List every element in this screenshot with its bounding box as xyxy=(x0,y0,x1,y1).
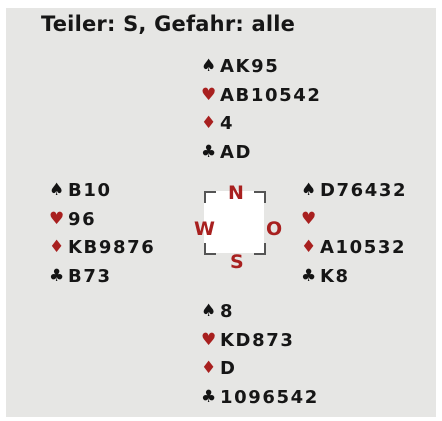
west-hearts-row: ♥ 96 xyxy=(49,205,155,234)
compass-west-label: W xyxy=(194,218,215,240)
west-spades-cards: B10 xyxy=(68,179,112,201)
west-hearts-cards: 96 xyxy=(68,208,97,230)
east-clubs-row: ♣ K8 xyxy=(301,262,407,291)
north-clubs-row: ♣ AD xyxy=(201,138,321,167)
club-icon: ♣ xyxy=(201,386,217,407)
south-diamonds-cards: D xyxy=(220,358,237,380)
north-spades-cards: AK95 xyxy=(220,55,280,77)
diamond-icon: ♦ xyxy=(301,237,317,258)
east-diamonds-row: ♦ A10532 xyxy=(301,233,407,262)
south-spades-row: ♠ 8 xyxy=(201,297,319,326)
east-clubs-cards: K8 xyxy=(320,265,350,287)
heart-icon: ♥ xyxy=(201,84,217,105)
heart-icon: ♥ xyxy=(201,329,217,350)
spade-icon: ♠ xyxy=(201,55,217,76)
heart-icon: ♥ xyxy=(301,208,317,229)
compass-corner xyxy=(204,191,216,203)
spade-icon: ♠ xyxy=(49,179,65,200)
west-diamonds-cards: KB9876 xyxy=(68,237,156,259)
compass-east-label: O xyxy=(266,218,283,240)
north-hand: ♠ AK95 ♥ AB10542 ♦ 4 ♣ AD xyxy=(201,52,321,167)
south-hearts-row: ♥ KD873 xyxy=(201,326,319,355)
compass-south-label: S xyxy=(230,251,244,273)
deal-title: Teiler: S, Gefahr: alle xyxy=(41,12,296,36)
east-spades-row: ♠ D76432 xyxy=(301,176,407,205)
south-clubs-row: ♣ 1096542 xyxy=(201,383,319,412)
north-hearts-row: ♥ AB10542 xyxy=(201,81,321,110)
compass-corner xyxy=(204,243,216,255)
west-diamonds-row: ♦ KB9876 xyxy=(49,233,155,262)
north-diamonds-cards: 4 xyxy=(220,113,235,135)
compass-center xyxy=(204,191,264,253)
east-diamonds-cards: A10532 xyxy=(320,237,407,259)
south-spades-cards: 8 xyxy=(220,300,235,322)
west-clubs-cards: B73 xyxy=(68,265,112,287)
north-spades-row: ♠ AK95 xyxy=(201,52,321,81)
diamond-icon: ♦ xyxy=(201,358,217,379)
south-hearts-cards: KD873 xyxy=(220,329,295,351)
west-hand: ♠ B10 ♥ 96 ♦ KB9876 ♣ B73 xyxy=(49,176,155,291)
club-icon: ♣ xyxy=(201,141,217,162)
north-hearts-cards: AB10542 xyxy=(220,84,322,106)
compass-box: N W O S xyxy=(190,174,286,274)
diamond-icon: ♦ xyxy=(49,237,65,258)
south-clubs-cards: 1096542 xyxy=(220,386,319,408)
north-diamonds-row: ♦ 4 xyxy=(201,109,321,138)
club-icon: ♣ xyxy=(49,265,65,286)
compass-corner xyxy=(254,243,266,255)
diamond-icon: ♦ xyxy=(201,113,217,134)
east-hearts-row: ♥ xyxy=(301,205,407,234)
club-icon: ♣ xyxy=(301,265,317,286)
west-clubs-row: ♣ B73 xyxy=(49,262,155,291)
spade-icon: ♠ xyxy=(301,179,317,200)
east-spades-cards: D76432 xyxy=(320,179,408,201)
west-spades-row: ♠ B10 xyxy=(49,176,155,205)
compass-north-label: N xyxy=(228,182,244,204)
south-hand: ♠ 8 ♥ KD873 ♦ D ♣ 1096542 xyxy=(201,297,319,412)
east-hand: ♠ D76432 ♥ ♦ A10532 ♣ K8 xyxy=(301,176,407,291)
south-diamonds-row: ♦ D xyxy=(201,354,319,383)
north-clubs-cards: AD xyxy=(220,141,253,163)
heart-icon: ♥ xyxy=(49,208,65,229)
compass-corner xyxy=(254,191,266,203)
spade-icon: ♠ xyxy=(201,300,217,321)
